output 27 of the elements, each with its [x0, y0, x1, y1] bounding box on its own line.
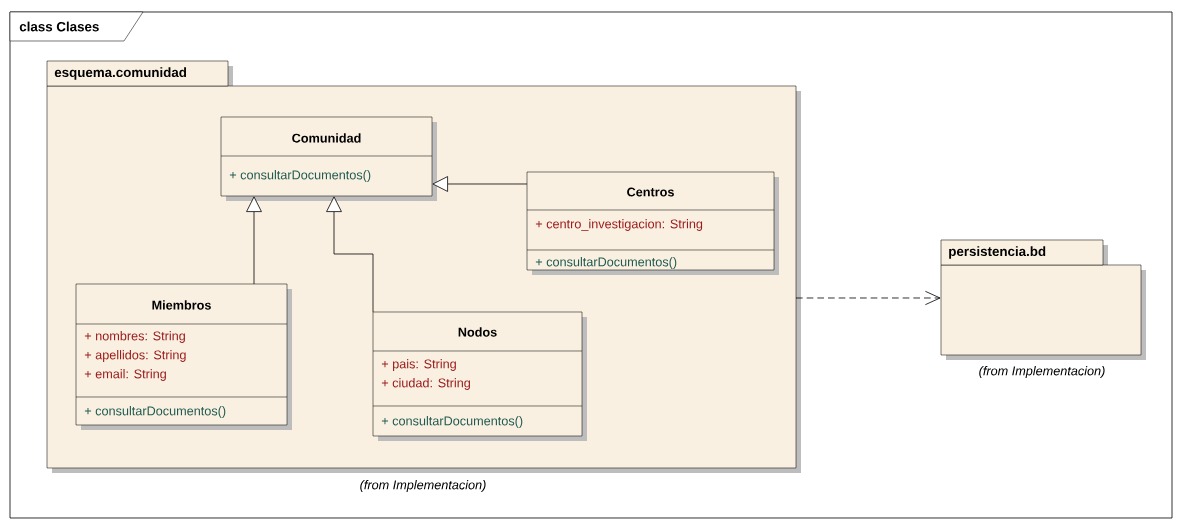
- class-name: Centros: [627, 187, 674, 197]
- class-box: [220, 116, 437, 201]
- node-label: esquema.comunidad: [54, 67, 187, 80]
- package-origin: (from Implementacion): [979, 366, 1105, 378]
- class-name: Nodos: [458, 327, 497, 337]
- package-origin: (from Implementacion): [360, 480, 486, 492]
- generalization-arrow: [432, 176, 528, 192]
- class-name: Miembros: [152, 300, 211, 310]
- attribute: + apellidos: String: [84, 350, 186, 362]
- dependency-arrow: [795, 290, 941, 306]
- operation: + consultarDocumentos(): [229, 170, 371, 182]
- node-label: persistencia.bd: [949, 246, 1046, 259]
- attribute: + nombres: String: [84, 331, 185, 343]
- attribute: + email: String: [84, 369, 166, 381]
- package-box: persistencia.bd: [940, 239, 1146, 360]
- generalization-arrow: [246, 196, 262, 285]
- attribute: + centro_investigacion: String: [535, 219, 703, 231]
- generalization-arrow: [326, 196, 374, 313]
- class-box: [75, 283, 292, 430]
- operation: + consultarDocumentos(): [381, 416, 523, 428]
- operation: + consultarDocumentos(): [84, 406, 226, 418]
- operation: + consultarDocumentos(): [535, 257, 677, 269]
- attribute: + pais: String: [381, 359, 456, 371]
- class-name: Comunidad: [292, 133, 361, 143]
- class-box: [372, 311, 587, 441]
- class-box: [526, 171, 779, 275]
- attribute: + ciudad: String: [381, 378, 470, 390]
